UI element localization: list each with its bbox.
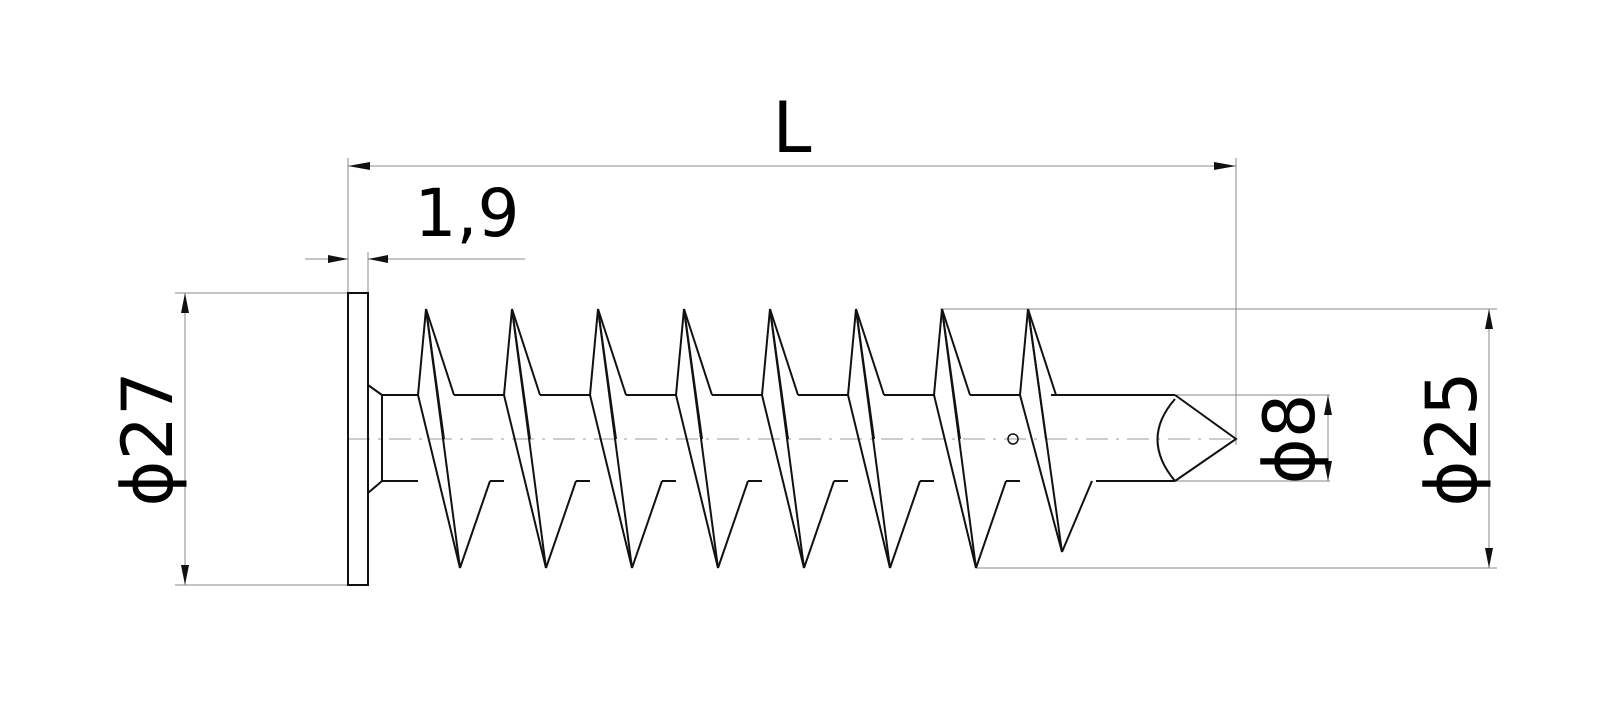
thread-body — [417, 308, 1093, 569]
core-diameter-label: ϕ8 — [1249, 394, 1331, 485]
core-diameter-dimension: ϕ8 — [1249, 394, 1332, 485]
thread-tooth-edge — [855, 308, 885, 396]
thread-tooth-edge — [761, 308, 771, 396]
thread-tooth-edge — [589, 394, 633, 569]
thread-tooth-edge — [933, 394, 977, 569]
thread-tooth-edge — [889, 480, 921, 569]
thread-tooth-edge — [1061, 480, 1093, 553]
head-diameter-label: ϕ27 — [107, 371, 189, 506]
thread-tooth-edge — [503, 308, 513, 396]
thread-tooth-edge — [417, 308, 427, 396]
thread-helix-line — [597, 308, 617, 440]
thread-helix-line — [1027, 308, 1047, 440]
thread-tooth-edge — [511, 308, 541, 396]
thread-tooth-edge — [975, 480, 1007, 569]
plate-thickness-dimension: 1,9 — [305, 175, 525, 263]
thread-tooth-edge — [631, 480, 663, 569]
collar — [367, 384, 418, 494]
thread-diameter-label: ϕ25 — [1411, 371, 1493, 506]
thread-tooth-edge — [847, 394, 891, 569]
thread-tooth-edge — [717, 480, 749, 569]
thread-tooth-edge — [417, 394, 461, 569]
thread-tooth-edge — [589, 308, 599, 396]
thread-tooth-edge — [675, 308, 685, 396]
length-dimension: L — [348, 87, 1236, 170]
thread-tooth-edge — [941, 308, 971, 396]
thread-helix-line — [855, 308, 875, 440]
thread-tooth-edge — [933, 308, 943, 396]
thread-tooth-edge — [1027, 308, 1057, 396]
extension-lines — [175, 158, 1497, 586]
thread-tooth-edge — [683, 308, 713, 396]
thread-helix-line — [941, 308, 961, 440]
thread-tooth-edge — [769, 308, 799, 396]
thread-tooth-edge — [459, 480, 491, 569]
thread-helix-line — [511, 308, 531, 440]
length-label: L — [773, 87, 812, 169]
thread-helix-line — [425, 308, 445, 440]
thread-tooth-edge — [545, 480, 577, 569]
head-diameter-dimension: ϕ27 — [107, 293, 189, 585]
thread-tooth-edge — [847, 308, 857, 396]
thread-tooth-edge — [1019, 394, 1063, 553]
plate-thickness-label: 1,9 — [415, 175, 520, 252]
thread-helix-line — [683, 308, 703, 440]
thread-tooth-edge — [597, 308, 627, 396]
hole-marker — [1007, 433, 1019, 445]
thread-diameter-dimension: ϕ25 — [1411, 309, 1493, 568]
thread-tooth-edge — [761, 394, 805, 569]
thread-tooth-edge — [1019, 308, 1029, 396]
head-plate — [347, 292, 369, 586]
thread-helix-line — [769, 308, 789, 440]
thread-tooth-edge — [425, 308, 455, 396]
thread-tooth-edge — [675, 394, 719, 569]
anchor-tip — [1051, 394, 1238, 482]
thread-tooth-edge — [503, 394, 547, 569]
thread-tooth-edge — [803, 480, 835, 569]
